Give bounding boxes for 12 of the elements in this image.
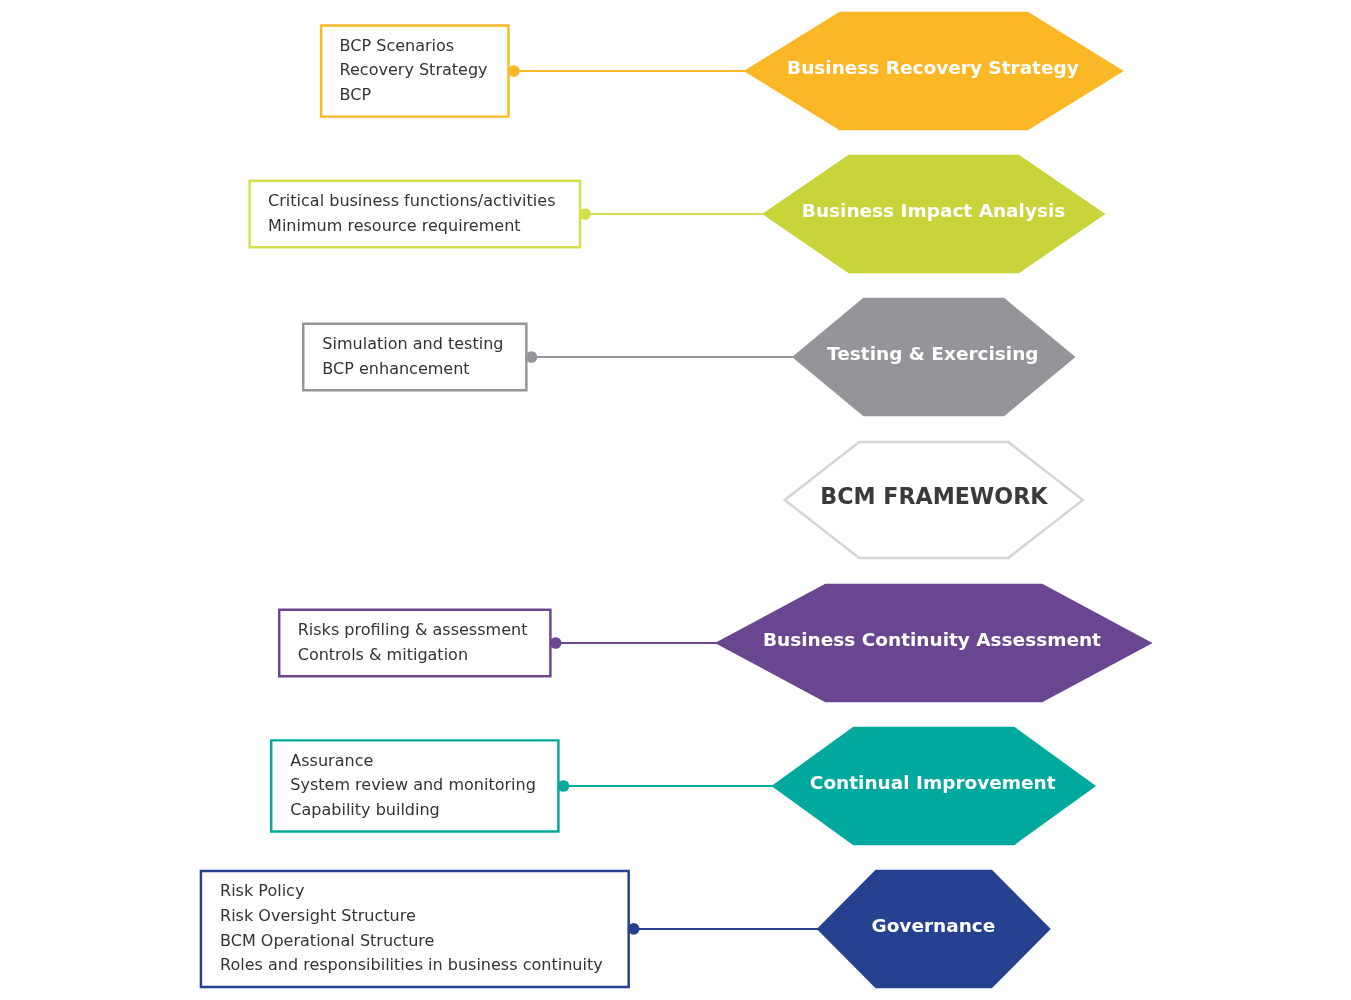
connector	[579, 208, 765, 220]
connector	[549, 637, 718, 649]
connector	[508, 65, 748, 77]
node-box: Risks profiling & assessment Controls & mitigation	[277, 608, 552, 678]
node-box: Critical business functions/activities Minimum resource requirement	[248, 179, 582, 249]
node-box: Risk Policy Risk Oversight Structure BCM Operational Structure Roles and responsibilities in business continuity	[199, 869, 630, 989]
connector	[525, 351, 795, 363]
node-box: Simulation and testing BCP enhancement	[302, 322, 528, 392]
connector	[627, 923, 820, 935]
node-box: BCP Scenarios Recovery Strategy BCP	[319, 24, 510, 118]
node-box: Assurance System review and monitoring Capability building	[269, 739, 560, 833]
connector	[557, 780, 775, 792]
